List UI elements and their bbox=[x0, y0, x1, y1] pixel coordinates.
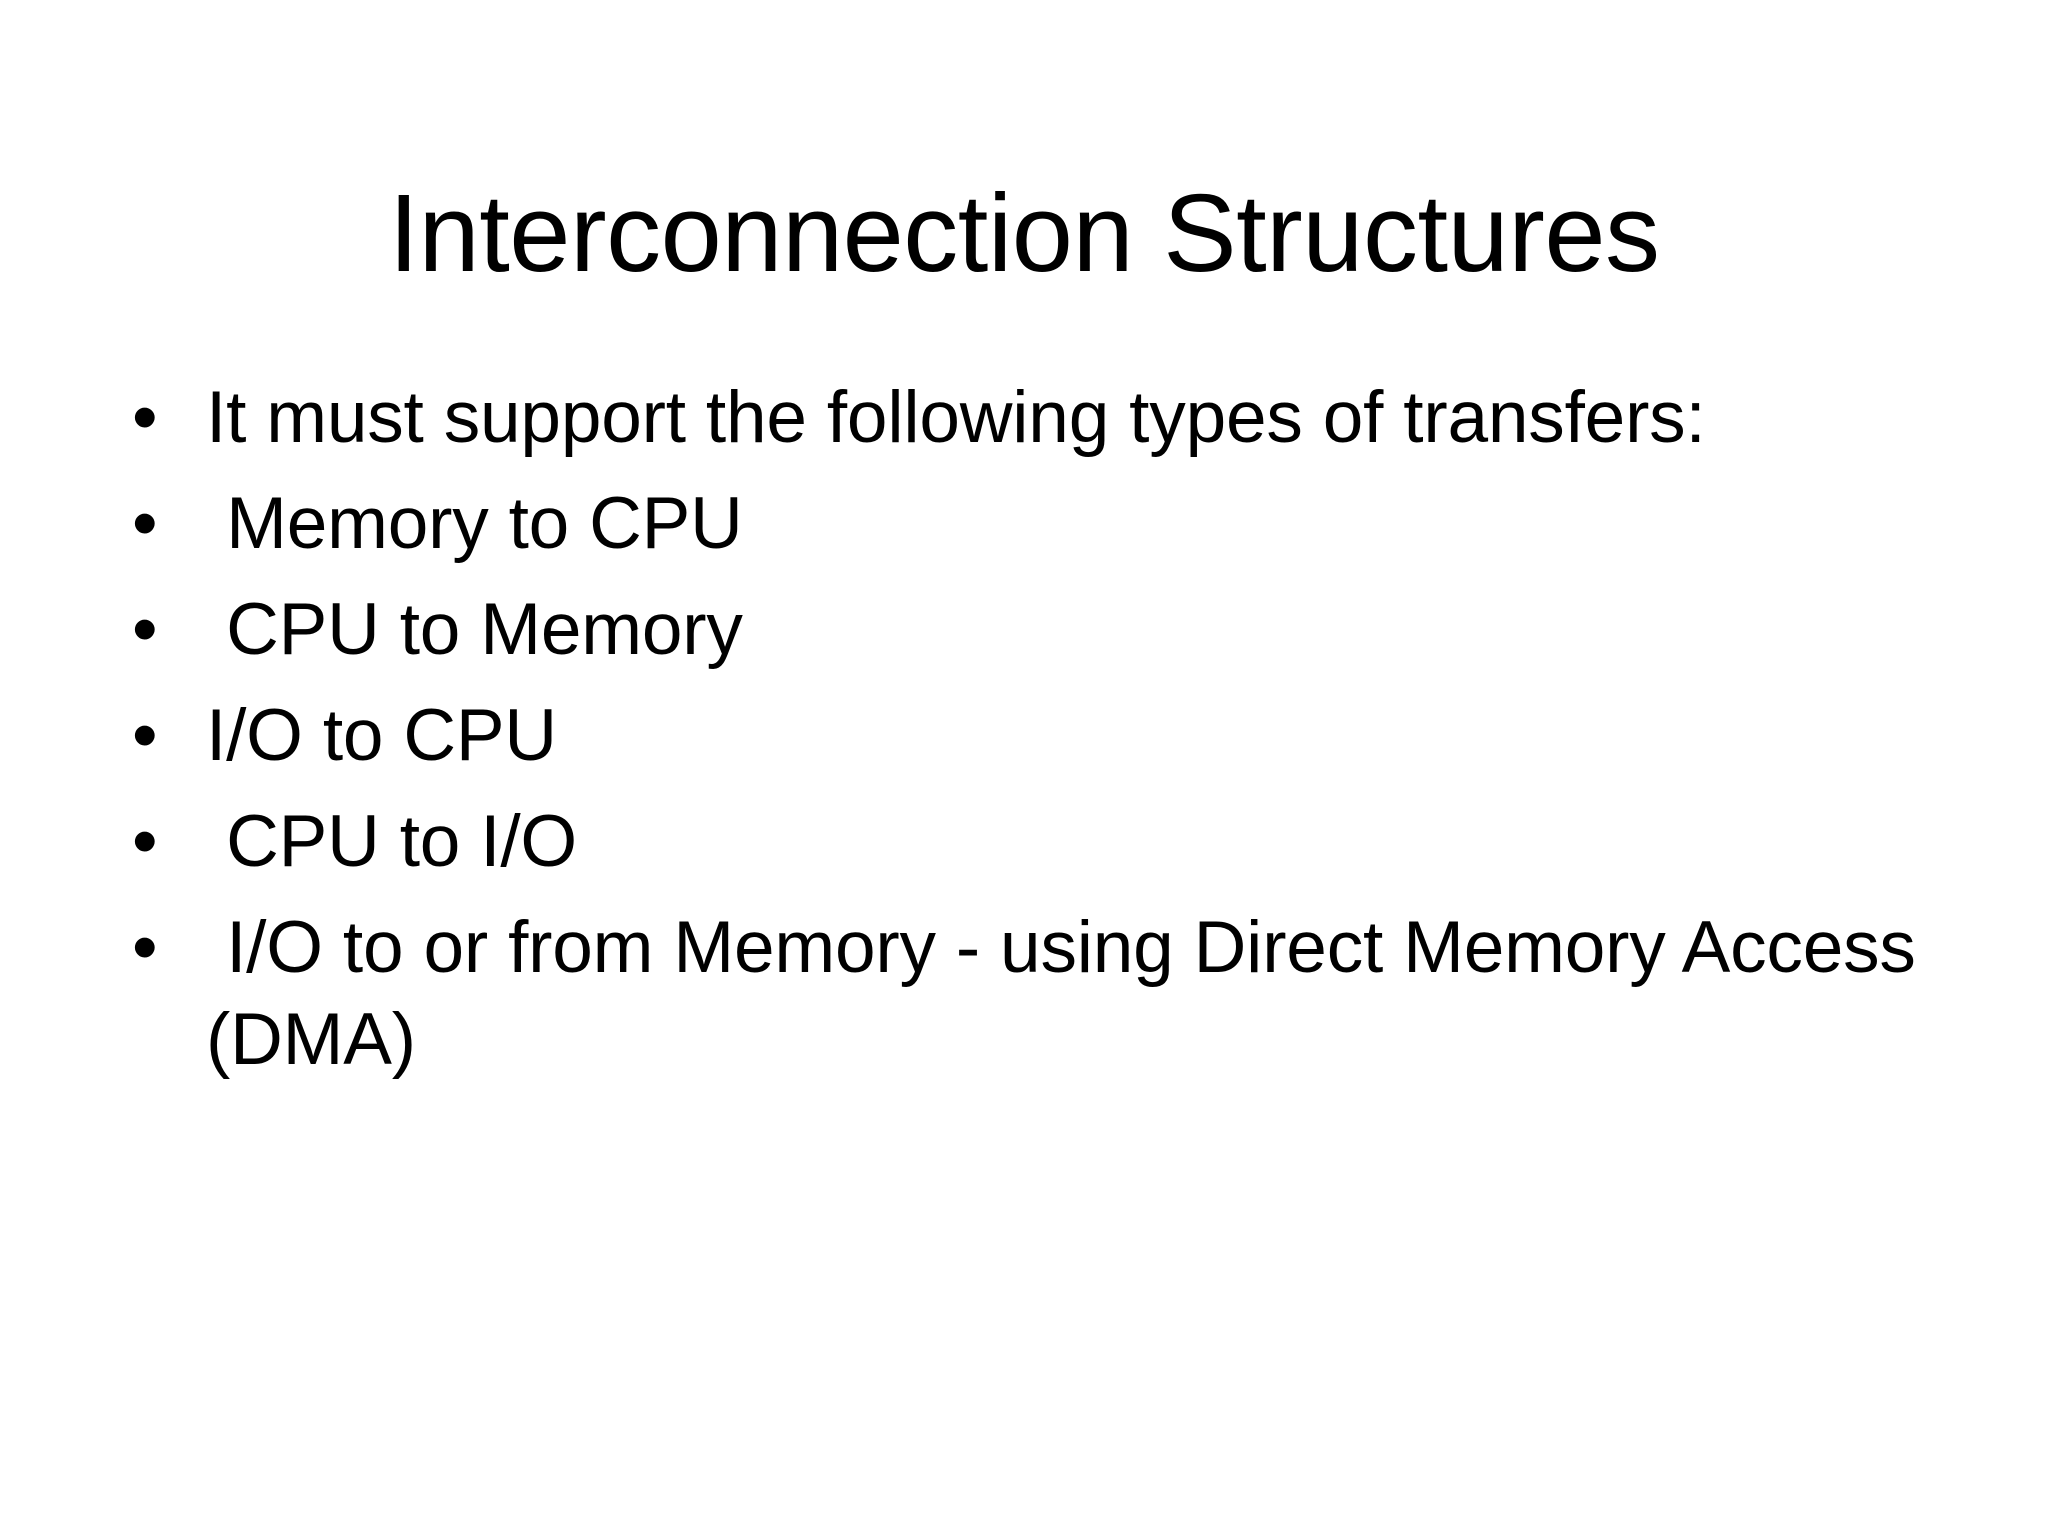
bullet-text: CPU to Memory bbox=[206, 588, 743, 670]
bullet-text: It must support the following types of t… bbox=[206, 377, 1706, 458]
bullet-text: I/O to or from Memory - using Direct Mem… bbox=[206, 906, 1936, 1080]
list-item: • Memory to CPU bbox=[118, 478, 1978, 570]
bullet-icon: • bbox=[132, 588, 158, 670]
slide-bullet-list: • It must support the following types of… bbox=[118, 372, 1978, 1086]
bullet-text: CPU to I/O bbox=[206, 800, 578, 882]
list-item: • I/O to CPU bbox=[118, 690, 1978, 782]
list-item: • CPU to I/O bbox=[118, 796, 1978, 888]
bullet-icon: • bbox=[132, 800, 158, 882]
slide-title: Interconnection Structures bbox=[388, 171, 1660, 295]
list-item: • It must support the following types of… bbox=[118, 372, 1978, 464]
bullet-icon: • bbox=[132, 377, 158, 458]
list-item: • CPU to Memory bbox=[118, 584, 1978, 676]
bullet-text: Memory to CPU bbox=[206, 482, 743, 564]
list-item: • I/O to or from Memory - using Direct M… bbox=[118, 902, 1978, 1086]
bullet-icon: • bbox=[132, 906, 158, 988]
bullet-icon: • bbox=[132, 482, 158, 564]
bullet-text: I/O to CPU bbox=[206, 694, 557, 776]
bullet-icon: • bbox=[132, 694, 158, 776]
